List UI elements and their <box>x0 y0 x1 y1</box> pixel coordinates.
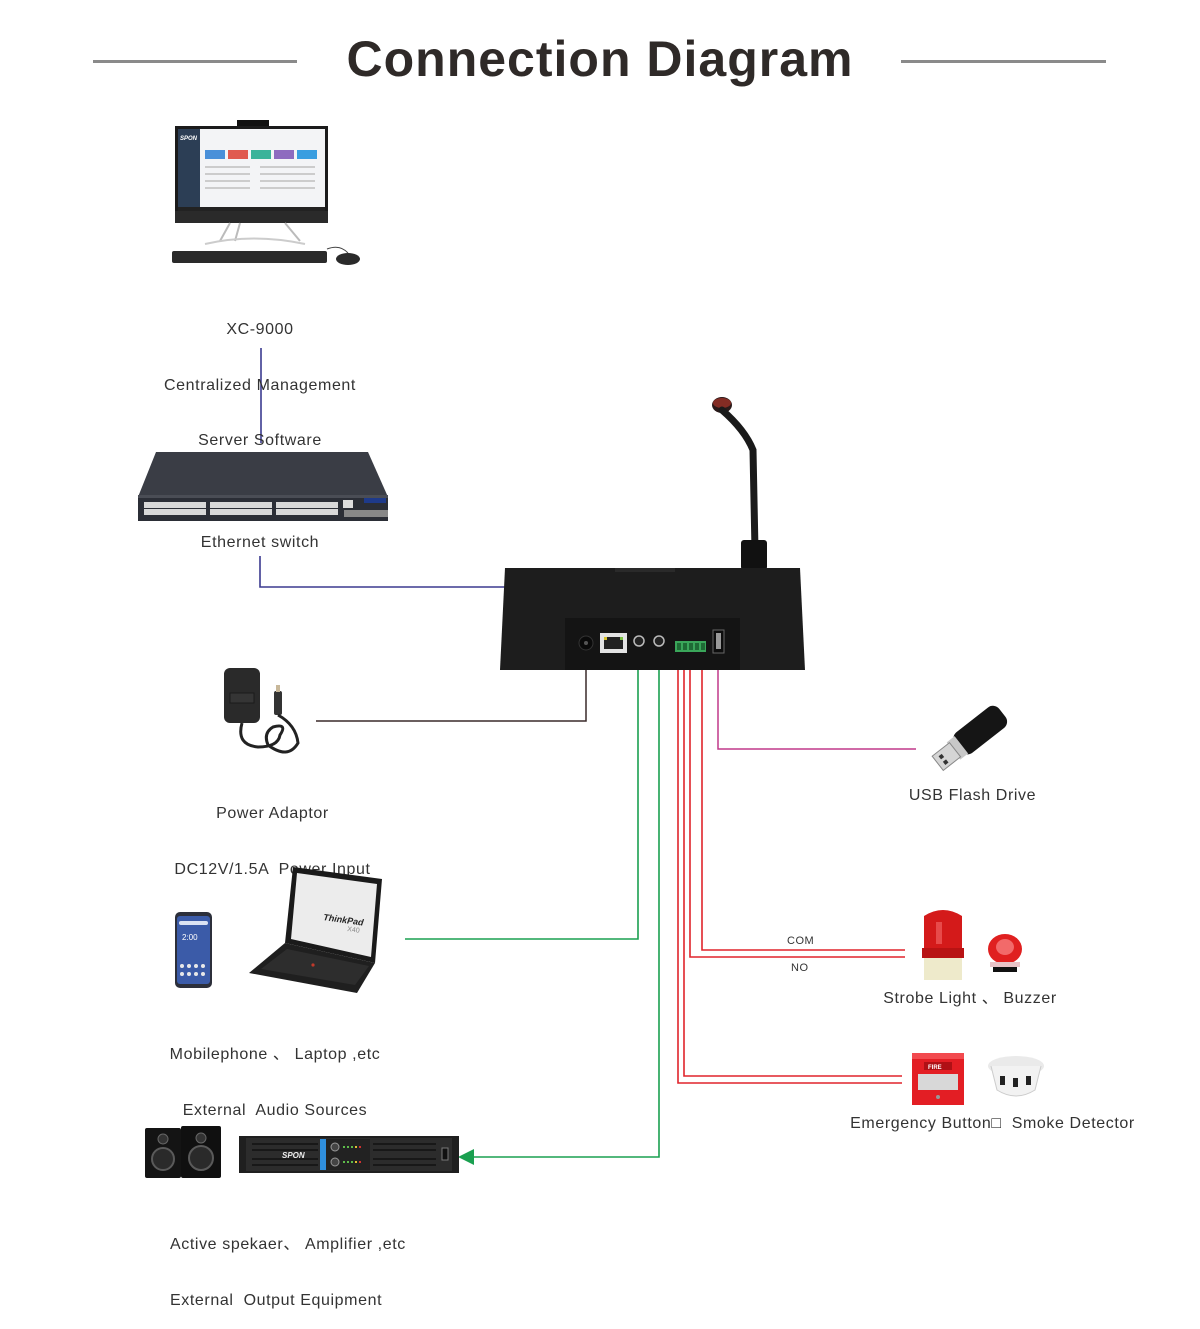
output-label: Active spekaer、 Amplifier ,etc External … <box>170 1199 430 1329</box>
power-title: Power Adaptor <box>216 805 329 822</box>
emergency-label: Emergency Button□ Smoke Detector <box>850 1115 1135 1132</box>
alarm-input-wire-1 <box>683 655 902 1077</box>
strobe-label: Strobe Light 、 Buzzer <box>883 990 1057 1007</box>
paging-microphone-console-icon[interactable] <box>495 390 810 675</box>
alarm-no-wire <box>689 655 905 958</box>
laptop-icon: ThinkPad X40 <box>249 867 382 993</box>
speakers-icon <box>145 1126 221 1178</box>
wire-label-com: COM <box>787 935 815 947</box>
strobe-light-icon <box>922 910 964 980</box>
server-label: XC-9000 Centralized Management Server So… <box>140 284 380 469</box>
buzzer-icon <box>988 934 1022 972</box>
title-rule-right <box>901 60 1106 63</box>
audio-sources-caption: External Audio Sources <box>182 1101 368 1119</box>
switch-label: Ethernet switch <box>200 534 320 551</box>
title-rule-left <box>93 60 297 63</box>
fire-alarm-button-icon: FIRE <box>912 1053 964 1105</box>
svg-text:X40: X40 <box>347 926 360 935</box>
audio-in-jack[interactable] <box>633 635 645 647</box>
ethernet-switch-icon <box>138 452 388 521</box>
usb-label: USB Flash Drive <box>908 787 1037 804</box>
wire-label-no: NO <box>791 962 809 974</box>
power-adapter-icon <box>224 668 300 754</box>
server-model: XC-9000 <box>226 321 294 338</box>
audio-out-jack[interactable] <box>653 635 665 647</box>
audio-sources-devices: Mobilephone 、 Laptop ,etc <box>169 1046 381 1063</box>
power-label: Power Adaptor DC12V/1.5A Power Input <box>150 768 395 898</box>
audio-in-line <box>405 654 646 940</box>
server-description-2: Server Software <box>198 432 322 449</box>
all-in-one-pc-icon: SPON <box>172 120 360 265</box>
audio-out-line <box>458 662 660 1165</box>
amplifier-icon: SPON <box>239 1136 459 1173</box>
svg-text:SPON: SPON <box>180 136 198 142</box>
alarm-com-wire <box>701 655 905 951</box>
output-devices: Active spekaer、 Amplifier ,etc <box>170 1236 406 1253</box>
page-title: Connection Diagram <box>346 31 854 87</box>
svg-text:SPON: SPON <box>282 1151 305 1160</box>
port-panel <box>565 618 740 670</box>
audio-sources-label: Mobilephone 、 Laptop ,etc External Audio… <box>150 1009 400 1139</box>
svg-text:2:00: 2:00 <box>182 933 198 942</box>
usb-flash-drive-icon <box>931 705 1008 772</box>
power-line <box>316 655 587 722</box>
smoke-detector-icon <box>988 1056 1044 1097</box>
output-caption: External Output Equipment <box>170 1291 383 1309</box>
svg-text:FIRE: FIRE <box>928 1065 942 1071</box>
server-description: Centralized Management <box>164 376 356 394</box>
mobile-phone-icon: 2:00 <box>175 912 212 988</box>
alarm-input-wire-2 <box>677 655 902 1084</box>
usb-line <box>717 655 916 750</box>
